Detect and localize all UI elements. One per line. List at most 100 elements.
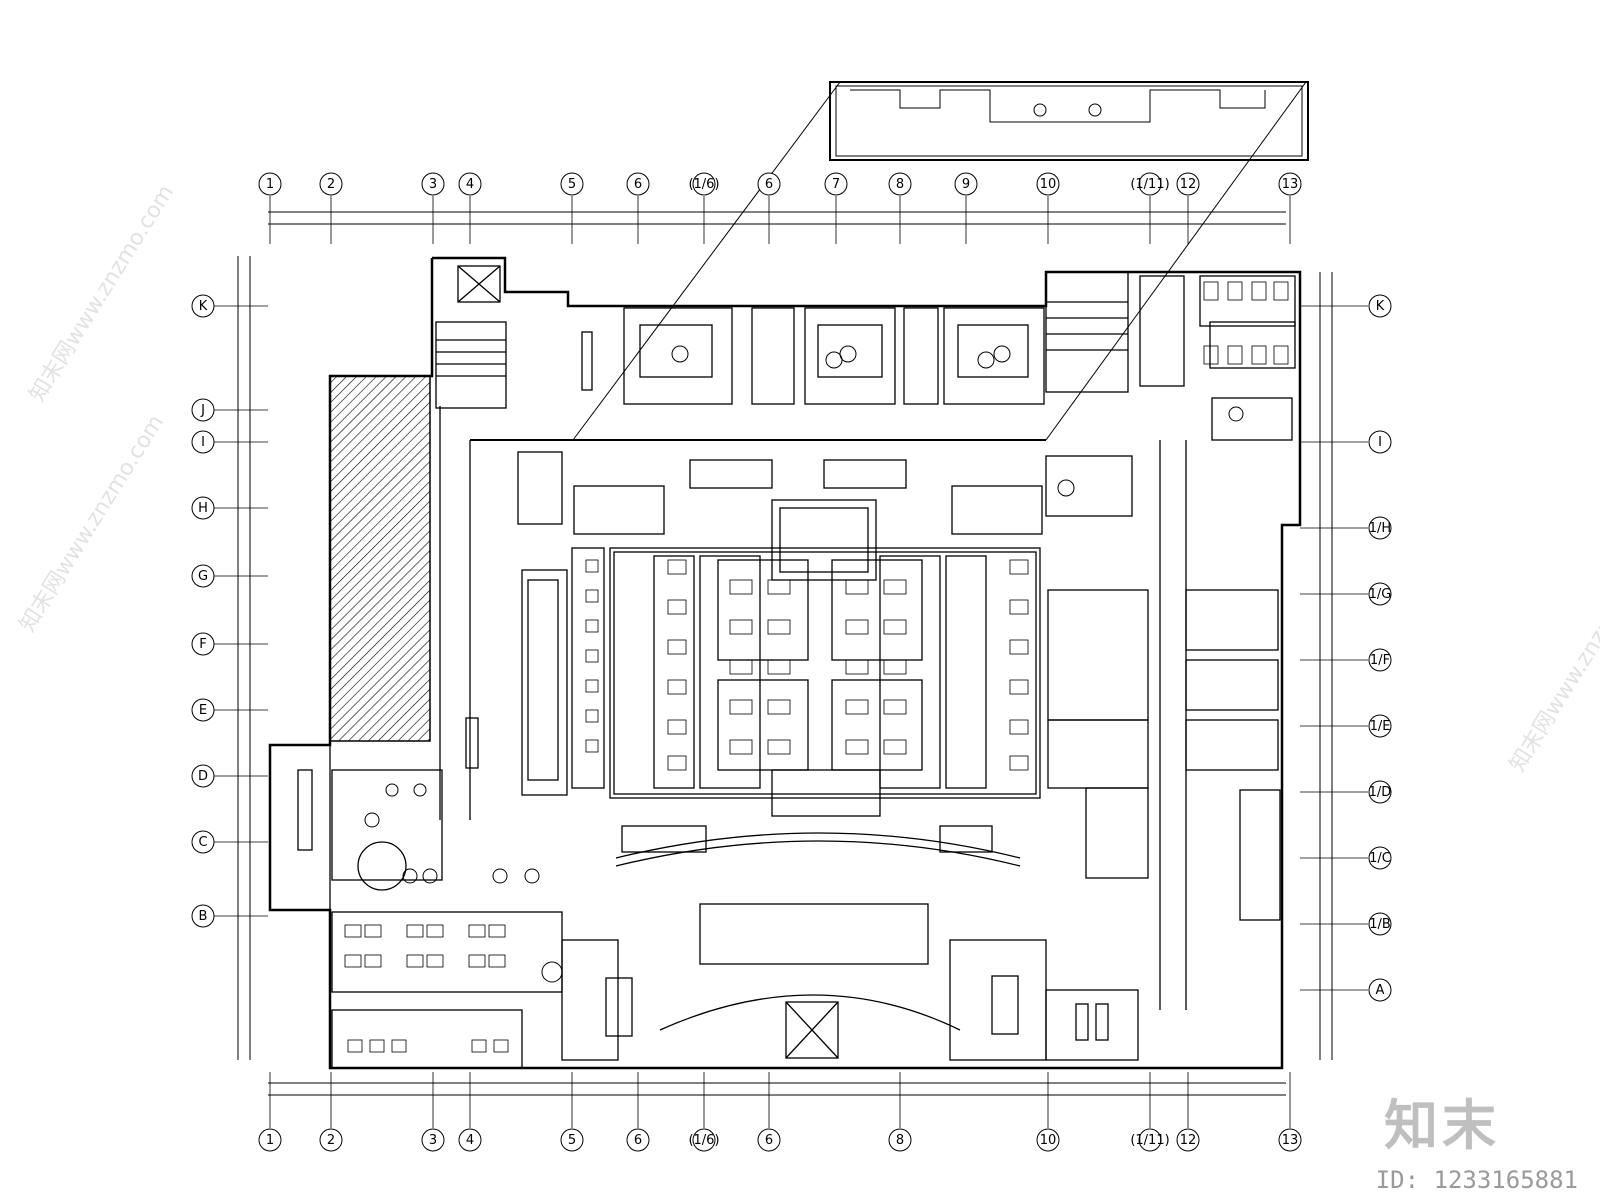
grid-label: B: [199, 909, 208, 924]
grid-bubble-right: 1/C: [1368, 846, 1392, 870]
seat: [883, 579, 907, 595]
seat: [1273, 345, 1289, 365]
seat: [406, 954, 424, 968]
grid-label: 13: [1282, 1133, 1299, 1148]
grid-label: 1/F: [1370, 653, 1390, 668]
seat: [729, 699, 753, 715]
grid-bubble-right: I: [1368, 430, 1392, 454]
seat: [1009, 559, 1029, 575]
seat: [883, 619, 907, 635]
grid-label: C: [198, 835, 207, 850]
grid-bubble-top: (1/11): [1130, 172, 1170, 196]
grid-label: 1/E: [1370, 719, 1391, 734]
seat: [1273, 281, 1289, 301]
grid-bubble-bottom: 3: [421, 1128, 445, 1152]
grid-bubble-left: B: [191, 904, 215, 928]
grid-label: 1: [266, 177, 274, 192]
grid-bubble-left: J: [191, 398, 215, 422]
grid-label: 3: [429, 1133, 437, 1148]
inset-detail: [572, 81, 1309, 441]
grid-bubble-left: H: [191, 496, 215, 520]
seat: [488, 954, 506, 968]
grid-bubbles-right: K I 1/H 1/G 1/F 1/E 1/D 1/C 1/B A: [1368, 294, 1392, 1002]
seat: [585, 679, 599, 693]
grid-label: 1/C: [1369, 851, 1391, 866]
furniture: [364, 345, 1244, 983]
grid-bubble-right: 1/B: [1368, 912, 1392, 936]
seat: [1203, 281, 1219, 301]
seat: [1251, 345, 1267, 365]
grid-bubble-right: A: [1368, 978, 1392, 1002]
seat-blocks: [344, 281, 1289, 1053]
grid-label: H: [198, 501, 208, 516]
grid-bubble-right: 1/E: [1368, 714, 1392, 738]
seat: [845, 619, 869, 635]
seat: [729, 659, 753, 675]
grid-bubble-top: 2: [319, 172, 343, 196]
grid-label: K: [199, 299, 208, 314]
grid-bubble-top: 10: [1036, 172, 1060, 196]
seat: [344, 924, 362, 938]
grid-label: K: [1376, 299, 1385, 314]
grid-label: (1/11): [1130, 1133, 1169, 1148]
seat: [767, 739, 791, 755]
seat: [426, 924, 444, 938]
seat: [1009, 599, 1029, 615]
seat: [585, 619, 599, 633]
seat: [1251, 281, 1267, 301]
grid-bubble-bottom: 4: [458, 1128, 482, 1152]
grid-bubble-right: 1/H: [1368, 516, 1392, 540]
seat: [585, 589, 599, 603]
seat: [1009, 755, 1029, 771]
grid-label: 1/G: [1369, 587, 1392, 602]
seat: [488, 924, 506, 938]
seat: [1009, 639, 1029, 655]
grid-bubble-bottom: 1: [258, 1128, 282, 1152]
seat: [364, 924, 382, 938]
grid-label: E: [199, 703, 207, 718]
grid-bubble-top: 5: [560, 172, 584, 196]
dimension-lines: [237, 211, 1333, 1096]
seat: [364, 954, 382, 968]
seat: [471, 1039, 487, 1053]
grid-bubble-top: 13: [1278, 172, 1302, 196]
grid-bubble-right: 1/F: [1368, 648, 1392, 672]
seat: [1227, 281, 1243, 301]
image-id-label: ID: 1233165881: [1375, 1166, 1578, 1194]
grid-label: D: [198, 769, 208, 784]
grid-bubble-top: 6: [626, 172, 650, 196]
seat: [426, 954, 444, 968]
grid-bubble-bottom: (1/6): [688, 1128, 720, 1152]
grid-label: 12: [1180, 177, 1197, 192]
grid-label: 7: [832, 177, 840, 192]
grid-label: 3: [429, 177, 437, 192]
seat: [845, 579, 869, 595]
seat: [845, 739, 869, 755]
grid-bubble-right: 1/D: [1368, 780, 1392, 804]
grid-bubble-bottom: 5: [560, 1128, 584, 1152]
seat: [493, 1039, 509, 1053]
seat: [667, 559, 687, 575]
seat: [883, 699, 907, 715]
seat: [344, 954, 362, 968]
seat: [729, 579, 753, 595]
grid-label: 10: [1040, 1133, 1057, 1148]
seat: [667, 639, 687, 655]
grid-label: 6: [765, 1133, 773, 1148]
grid-label: 6: [634, 1133, 642, 1148]
seat: [729, 739, 753, 755]
seat: [767, 699, 791, 715]
grid-bubble-bottom: 6: [757, 1128, 781, 1152]
grid-label: G: [198, 569, 208, 584]
seat: [585, 559, 599, 573]
grid-bubble-left: E: [191, 698, 215, 722]
grid-label: (1/11): [1130, 177, 1169, 192]
grid-bubble-top: 4: [458, 172, 482, 196]
seat: [468, 954, 486, 968]
grid-bubble-bottom: 12: [1176, 1128, 1200, 1152]
grid-label: J: [200, 403, 205, 418]
seat: [667, 679, 687, 695]
brand-watermark-logo: 知末: [1384, 1094, 1500, 1157]
grid-bubble-bottom: 6: [626, 1128, 650, 1152]
